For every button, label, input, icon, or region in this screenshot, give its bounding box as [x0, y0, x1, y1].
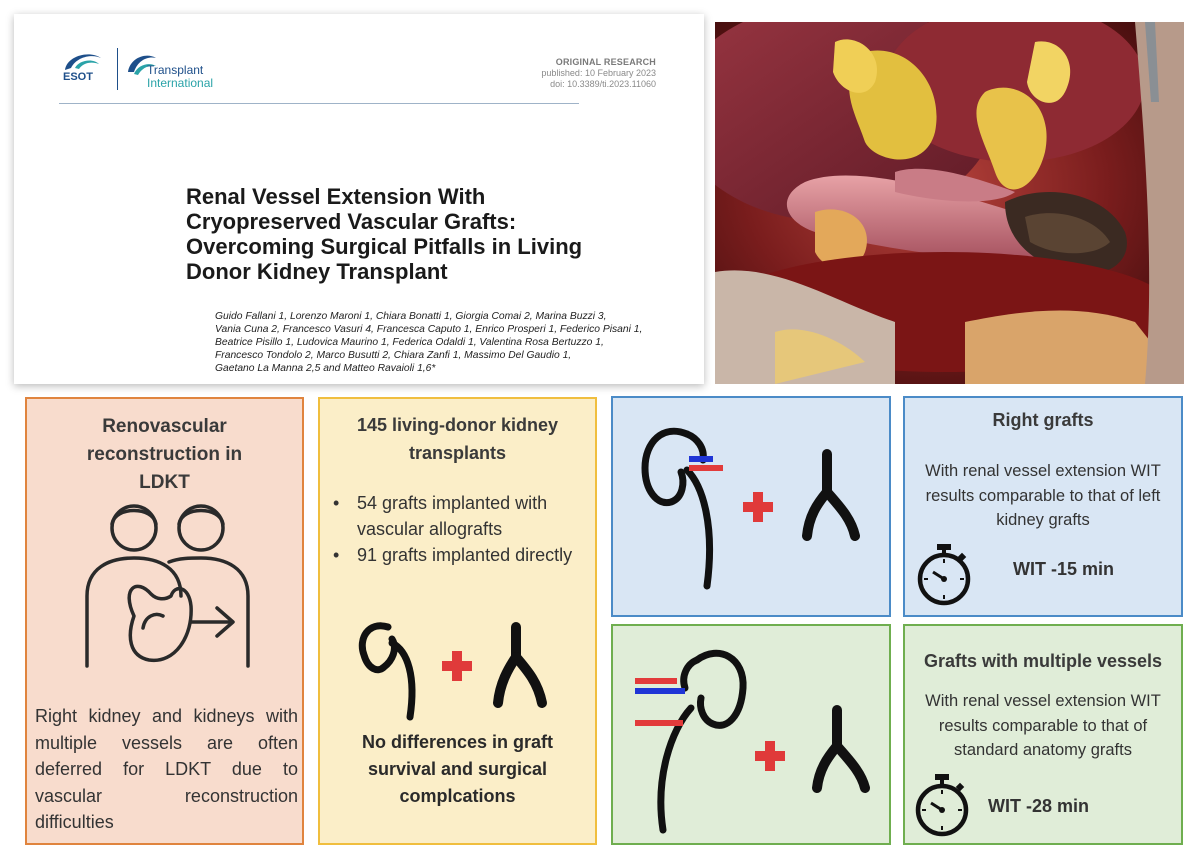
vascular-graft-icon — [493, 622, 547, 708]
title-line: Overcoming Surgical Pitfalls in Living — [186, 234, 583, 259]
esot-logo-icon — [65, 54, 101, 70]
transplant-international-logo-icon — [128, 55, 156, 75]
title-line: Cryopreserved Vascular Grafts: — [186, 209, 517, 234]
logo-separator — [117, 48, 118, 90]
paper-header-card: ESOT Transplant International ORIGINAL R… — [14, 14, 704, 384]
title-line: Renal Vessel Extension With — [186, 184, 486, 209]
wit-value: WIT -15 min — [1013, 559, 1115, 579]
panel-description-body: Right kidney and kidneys with multiple v… — [35, 706, 298, 806]
header-rule — [59, 103, 579, 104]
artery-extension — [689, 465, 723, 471]
vascular-graft-icon — [802, 449, 860, 541]
doi: doi: 10.3389/ti.2023.11060 — [550, 79, 656, 89]
panel-title: Grafts with multiple vessels — [923, 651, 1163, 671]
bullet-list: • 54 grafts implanted with vascular allo… — [332, 490, 592, 568]
bullet-text: 91 grafts implanted directly — [357, 545, 573, 565]
plus-icon — [442, 651, 472, 681]
panel-description: Right kidney and kidneys with multiple v… — [35, 703, 298, 836]
author-line: Gaetano La Manna 2,5 and Matteo Ravaioli… — [215, 363, 436, 374]
kidney-plus-graft-diagram — [358, 622, 547, 721]
bullet-text: 54 grafts implanted with vascular allogr… — [357, 493, 548, 539]
panel-title: Right grafts — [992, 410, 1094, 430]
vein-extension — [689, 456, 713, 462]
stopwatch-icon — [915, 774, 969, 837]
kidney-icon — [641, 427, 713, 590]
article-type: ORIGINAL RESEARCH — [555, 57, 656, 67]
author-line: Vania Cuna 2, Francesco Vasuri 4, France… — [215, 324, 643, 335]
title-line: Donor Kidney Transplant — [186, 259, 448, 284]
panel-multiple-vessels-diagram — [611, 624, 891, 845]
vascular-graft-icon — [812, 705, 870, 793]
bullet-item: • 91 grafts implanted directly — [332, 542, 592, 568]
artery-extension — [635, 720, 683, 726]
publication-date: published: 10 February 2023 — [541, 68, 656, 78]
vein-extension — [635, 688, 685, 694]
kidney-icon — [657, 649, 747, 834]
kidney-icon — [358, 622, 416, 721]
surgical-field-image — [715, 22, 1184, 384]
surgical-photo — [715, 22, 1184, 384]
bullet-marker: • — [333, 545, 340, 565]
plus-icon — [743, 492, 773, 522]
journal-name-line2: International — [147, 76, 214, 90]
panel-renovascular-reconstruction: Renovascular reconstruction in LDKT Righ… — [25, 397, 304, 845]
panel-description: With renal vessel extension WIT results … — [925, 692, 1161, 759]
panel-right-grafts: Right grafts With renal vessel extension… — [903, 396, 1183, 617]
panel-right-kidney-diagram — [611, 396, 891, 617]
plus-icon — [755, 741, 785, 771]
author-list: Guido Fallani 1, Lorenzo Maroni 1, Chiar… — [215, 310, 655, 375]
journal-name-line1: Transplant — [147, 63, 204, 77]
paper-title: Renal Vessel Extension With Cryopreserve… — [186, 184, 676, 284]
panel-multiple-vessel-grafts: Grafts with multiple vessels With renal … — [903, 624, 1183, 845]
bullet-item: • 54 grafts implanted with vascular allo… — [332, 490, 592, 542]
donor-recipient-icon — [85, 504, 250, 668]
esot-logo-text: ESOT — [63, 71, 93, 83]
wit-value: WIT -28 min — [988, 796, 1090, 816]
panel-title: Renovascular reconstruction in LDKT — [86, 416, 243, 493]
artery-extension — [635, 678, 677, 684]
panel-cohort: 145 living-donor kidney transplants • 54… — [318, 397, 597, 845]
author-line: Beatrice Pisillo 1, Ludovica Maurino 1, … — [215, 337, 604, 348]
panel-title: 145 living-donor kidney transplants — [356, 415, 559, 463]
right-kidney-extension-diagram — [641, 427, 860, 590]
stopwatch-icon — [917, 544, 971, 606]
multiple-vessels-extension-diagram — [635, 649, 870, 834]
bullet-marker: • — [333, 493, 340, 513]
panel-conclusion: No differences in graft survival and sur… — [361, 732, 554, 806]
author-line: Francesco Tondolo 2, Marco Busutti 2, Ch… — [215, 350, 572, 361]
author-line: Guido Fallani 1, Lorenzo Maroni 1, Chiar… — [215, 311, 607, 322]
panel-description: With renal vessel extension WIT results … — [925, 462, 1161, 529]
panel-description-last-line: difficulties — [35, 812, 114, 832]
